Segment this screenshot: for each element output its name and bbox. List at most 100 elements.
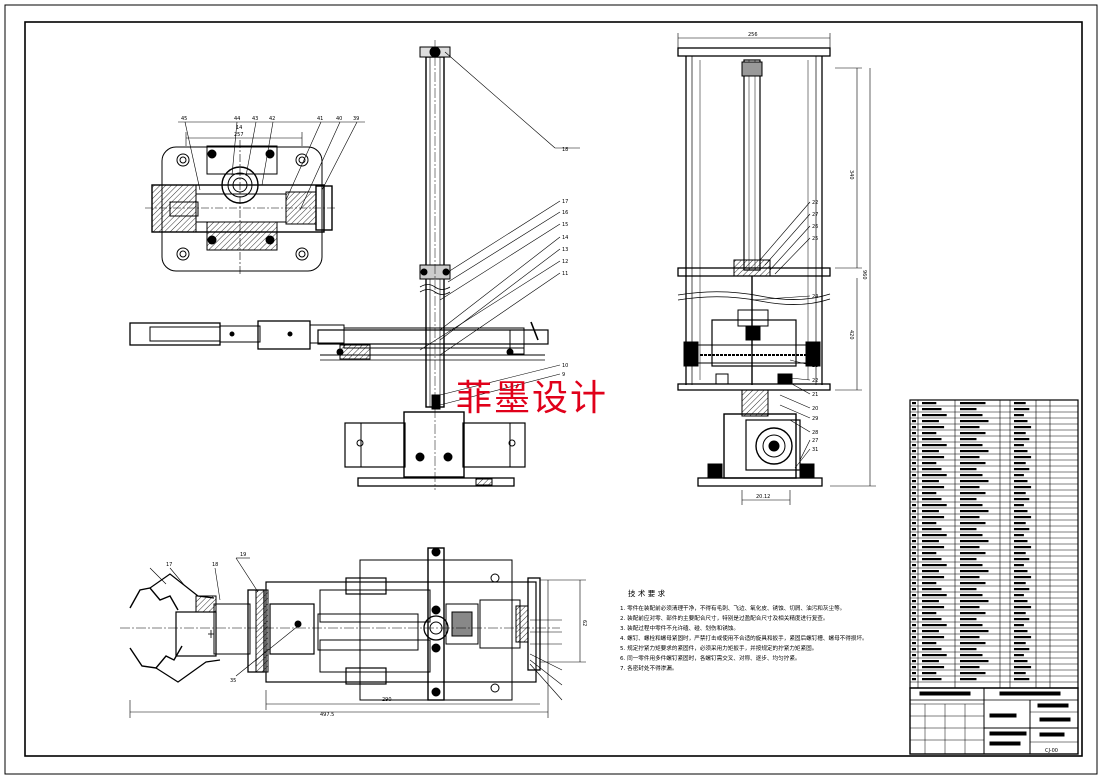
bom-index-mark (912, 504, 916, 507)
callout-label: 27 (812, 438, 818, 444)
bom-entry-mark (960, 432, 986, 435)
bom-entry-mark (1014, 558, 1030, 561)
bom-entry-mark (1014, 432, 1026, 435)
bom-entry-mark (960, 462, 986, 465)
bom-index-mark (912, 654, 916, 657)
bom-entry-mark (922, 594, 947, 597)
bom-entry-mark (922, 588, 942, 591)
right-side-view (677, 33, 876, 505)
bom-entry-mark (960, 558, 977, 561)
bom-entry-mark (1014, 486, 1032, 489)
bom-index-mark (912, 426, 916, 429)
bom-index-mark (912, 444, 916, 447)
bom-entry-mark (960, 510, 989, 513)
bom-entry-mark (1014, 630, 1028, 633)
bom-entry-mark (960, 456, 980, 459)
callout-label: 14 (562, 235, 568, 241)
bom-entry-mark (1014, 600, 1028, 603)
bom-entry-mark (1014, 516, 1032, 519)
bom-entry-mark (960, 666, 980, 669)
bom-index-mark (912, 522, 916, 525)
left-section-view (145, 121, 365, 275)
callout-label: 26 (812, 224, 818, 230)
bom-entry-mark (1014, 492, 1026, 495)
bom-entry-mark (922, 606, 945, 609)
bom-index-mark (912, 492, 916, 495)
bom-entry-mark (1014, 468, 1030, 471)
center-front-view (129, 40, 580, 490)
bom-entry-mark (922, 648, 942, 651)
callout-label: 10 (562, 363, 568, 369)
parts-list (909, 399, 1079, 689)
bom-index-mark (912, 594, 916, 597)
title-block (909, 687, 1079, 755)
tech-req-item: 5. 规定拧紧力矩要求的紧固件，必须采用力矩扳手，并按规定的拧紧力矩紧固。 (620, 644, 817, 652)
inner-border (24, 21, 1083, 757)
bom-entry-mark (1014, 672, 1026, 675)
callout-label: 20 (812, 406, 818, 412)
bom-entry-mark (1014, 474, 1024, 477)
bom-entry-mark (1014, 564, 1024, 567)
bom-entry-mark (960, 570, 989, 573)
bom-index-mark (912, 660, 916, 663)
bom-entry-mark (1014, 570, 1028, 573)
bom-entry-mark (1014, 660, 1028, 663)
callout-label: 25 (812, 236, 818, 242)
bom-entry-mark (1014, 678, 1030, 681)
bom-index-mark (912, 576, 916, 579)
bom-entry-mark (922, 582, 937, 585)
bom-entry-mark (922, 678, 942, 681)
bom-entry-mark (960, 504, 983, 507)
bom-entry-mark (960, 648, 977, 651)
callout-label: 22 (812, 378, 818, 384)
bom-entry-mark (960, 546, 980, 549)
bom-entry-mark (960, 660, 989, 663)
bom-index-mark (912, 402, 916, 405)
callout-label: 12 (562, 259, 568, 265)
bom-entry-mark (960, 402, 986, 405)
bom-entry-mark (1014, 480, 1028, 483)
bom-entry-mark (960, 606, 980, 609)
bom-entry-mark (960, 672, 986, 675)
callout-label: 28 (812, 430, 818, 436)
callout-label: 19 (240, 552, 246, 558)
bom-entry-mark (922, 630, 939, 633)
tech-req-item: 3. 装配过程中零件不允许磕、碰、划伤和锈蚀。 (620, 624, 739, 632)
bom-entry-mark (1014, 618, 1030, 621)
left-view-callouts: 45 44 43 42 41 40 39 14 257 (181, 116, 359, 138)
bom-entry-mark (922, 522, 937, 525)
bom-index-mark (912, 498, 916, 501)
bom-index-mark (912, 468, 916, 471)
bom-index-mark (912, 432, 916, 435)
bom-index-mark (912, 474, 916, 477)
bom-entry-mark (922, 408, 942, 411)
bom-entry-mark (922, 474, 947, 477)
bom-index-mark (912, 666, 916, 669)
bom-entry-mark (922, 534, 947, 537)
bom-entry-mark (960, 426, 980, 429)
bom-entry-mark (960, 624, 983, 627)
bom-index-mark (912, 570, 916, 573)
dim-label: 14 (236, 125, 242, 131)
bom-entry-mark (960, 480, 989, 483)
tech-req-item: 1. 零件在装配前必须清理干净，不得有毛刺、飞边、氧化皮、锈蚀、切屑、油污和灰尘… (620, 604, 845, 612)
bom-entry-mark (1014, 606, 1032, 609)
bom-entry-mark (1014, 510, 1028, 513)
bom-entry-mark (922, 516, 945, 519)
bom-entry-mark (922, 480, 939, 483)
bom-entry-mark (960, 540, 989, 543)
dim-label: 960 (861, 270, 867, 280)
bom-entry-mark (960, 600, 989, 603)
dim-label: 62 (581, 620, 587, 626)
bom-entry-mark (1014, 462, 1026, 465)
callout-label: 42 (269, 116, 275, 122)
tech-req-item: 7. 各密封处不得渗漏。 (620, 664, 677, 672)
bom-entry-mark (1014, 408, 1030, 411)
bom-index-mark (912, 648, 916, 651)
bom-entry-mark (922, 564, 947, 567)
bom-index-mark (912, 456, 916, 459)
callout-label: 18 (212, 562, 218, 568)
bom-entry-mark (1014, 522, 1026, 525)
bom-entry-mark (960, 576, 980, 579)
bom-entry-mark (960, 498, 977, 501)
